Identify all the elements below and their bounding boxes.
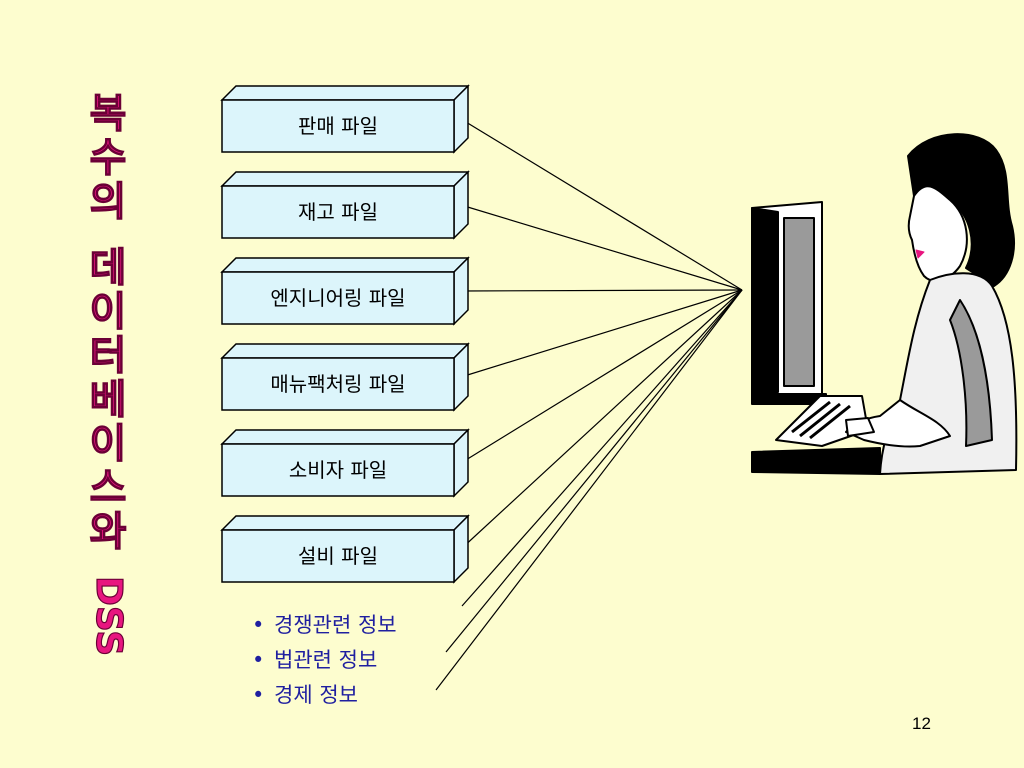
title-char: 베 xyxy=(89,377,127,423)
bullet-dot: • xyxy=(252,613,265,637)
hand xyxy=(845,417,875,437)
file-box-face xyxy=(221,185,455,239)
info-item-legal: • 법관련 정보 xyxy=(252,643,397,678)
connector-lines xyxy=(435,118,743,691)
title-char: 스 xyxy=(89,465,127,511)
file-box-face xyxy=(221,357,455,411)
info-item-economy: • 경제 정보 xyxy=(252,678,397,713)
file-box-label: 설비 파일 xyxy=(298,544,378,568)
file-box-label: 엔지니어링 파일 xyxy=(270,286,405,310)
title-char: 데 xyxy=(89,245,127,291)
file-box-top xyxy=(220,85,470,101)
file-box: 엔지니어링 파일 xyxy=(220,256,470,326)
slide-title: 복 수 의 데 이 터 베 이 스 와 DSS xyxy=(84,91,132,657)
lips xyxy=(915,249,925,259)
monitor-screen xyxy=(783,217,815,387)
bullet-dot: • xyxy=(252,648,265,672)
title-latin: DSS xyxy=(87,575,129,657)
keyboard-keys xyxy=(809,404,851,440)
title-char: 이 xyxy=(89,421,127,467)
file-box-top xyxy=(220,257,470,273)
file-box: 판매 파일 xyxy=(220,84,470,154)
title-char: 와 xyxy=(89,509,127,555)
file-box: 설비 파일 xyxy=(220,514,470,584)
person-at-computer-illustration xyxy=(751,133,1018,475)
file-box-face xyxy=(221,529,455,583)
connector-line xyxy=(460,204,743,291)
connector-line xyxy=(460,289,743,292)
file-box-top xyxy=(220,429,470,445)
title-char: 터 xyxy=(89,333,127,379)
file-box: 매뉴팩처링 파일 xyxy=(220,342,470,412)
keyboard-keys xyxy=(791,400,831,434)
file-box-label: 매뉴팩처링 파일 xyxy=(270,372,405,396)
page-number: 12 xyxy=(912,714,931,733)
info-item-label: 경제 정보 xyxy=(274,683,358,707)
connector-line xyxy=(460,289,743,550)
connector-line xyxy=(460,289,743,464)
file-box-top xyxy=(220,515,470,531)
desk xyxy=(751,447,881,475)
info-item-competition: • 경쟁관련 정보 xyxy=(252,608,397,643)
keyboard-keys xyxy=(799,402,841,438)
connector-line xyxy=(460,289,743,378)
connector-line xyxy=(435,289,743,691)
connector-line xyxy=(460,118,743,291)
file-box-top xyxy=(220,171,470,187)
file-box: 소비자 파일 xyxy=(220,428,470,498)
file-box: 재고 파일 xyxy=(220,170,470,240)
title-char: 복 xyxy=(89,91,127,137)
info-item-label: 경쟁관련 정보 xyxy=(274,613,397,637)
file-box-face xyxy=(221,99,455,153)
file-box-label: 소비자 파일 xyxy=(289,458,387,482)
bullet-dot: • xyxy=(252,683,265,707)
file-box-label: 재고 파일 xyxy=(298,200,378,224)
file-box-face xyxy=(221,271,455,325)
title-char: 이 xyxy=(89,289,127,335)
file-box-label: 판매 파일 xyxy=(298,114,378,138)
info-item-label: 법관련 정보 xyxy=(274,648,378,672)
connector-line xyxy=(461,289,743,607)
title-char: 의 xyxy=(89,179,127,225)
title-char: 수 xyxy=(89,135,127,181)
info-list: • 경쟁관련 정보 • 법관련 정보 • 경제 정보 xyxy=(252,608,397,713)
monitor-side xyxy=(751,207,779,397)
connector-line xyxy=(445,289,743,653)
file-box-top xyxy=(220,343,470,359)
blouse-shading xyxy=(949,299,993,447)
file-box-face xyxy=(221,443,455,497)
